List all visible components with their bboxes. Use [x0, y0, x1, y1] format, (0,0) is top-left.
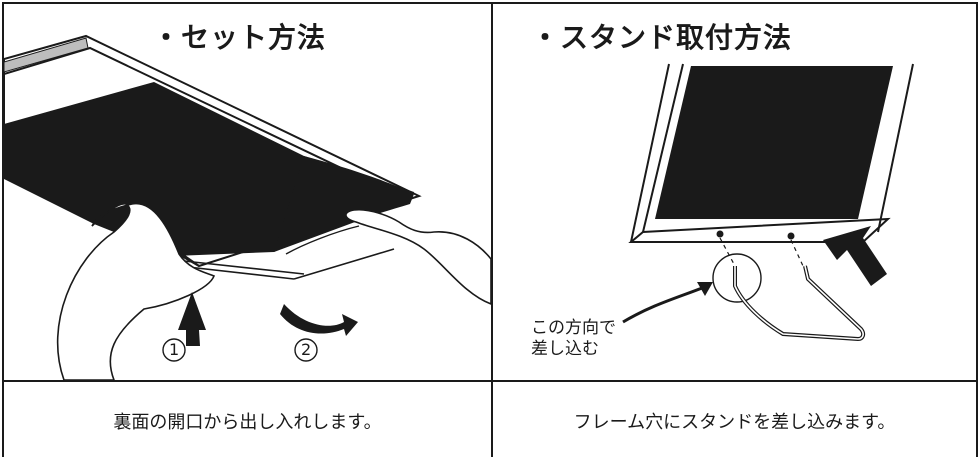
direction-note-line2: 差し込む	[531, 339, 599, 359]
stand-method-illustration	[622, 63, 914, 342]
stand-wire	[733, 265, 866, 342]
right-caption: フレーム穴にスタンドを差し込みます。	[573, 412, 896, 433]
direction-note: この方向で 差し込む	[531, 318, 616, 360]
outer-frame-left	[2, 2, 4, 457]
frame-inner-top	[4, 46, 405, 199]
step2-label: 2	[301, 340, 312, 359]
set-method-illustration	[4, 34, 491, 380]
right-hand	[345, 208, 491, 305]
stand-mount-board	[655, 66, 893, 219]
outer-frame-top	[2, 2, 978, 4]
hole-side-1	[873, 94, 881, 102]
hole-bottom-1	[716, 230, 724, 238]
mount-board	[4, 82, 414, 256]
frame-bottom	[628, 217, 891, 243]
caption-divider	[2, 380, 978, 382]
board-lifted-edge	[274, 156, 414, 252]
insert-arrow	[823, 226, 887, 286]
frame-rail	[4, 37, 89, 73]
arrow-curve	[280, 304, 358, 336]
step1-label: 1	[169, 340, 180, 359]
detail-circle	[712, 253, 762, 303]
stand-method-title: ・スタンド取付方法	[531, 21, 793, 54]
direction-note-line1: この方向で	[531, 318, 616, 338]
step1-circle	[162, 338, 186, 362]
set-method-panel: ・セット方法	[4, 4, 491, 380]
left-hand	[56, 202, 216, 380]
frame-right-edge	[877, 63, 914, 233]
arrow-up	[178, 292, 206, 346]
set-method-title: ・セット方法	[152, 21, 327, 54]
left-caption: 裏面の開口から出し入れします。	[113, 412, 382, 433]
stand-method-panel: ・スタンド取付方法	[493, 4, 976, 380]
outer-frame-right	[976, 2, 978, 457]
step2-circle	[294, 338, 318, 362]
hole-bottom-2	[787, 232, 795, 240]
hole-side-2	[860, 152, 868, 160]
center-divider	[491, 2, 493, 457]
pointer-arrow	[622, 284, 708, 324]
